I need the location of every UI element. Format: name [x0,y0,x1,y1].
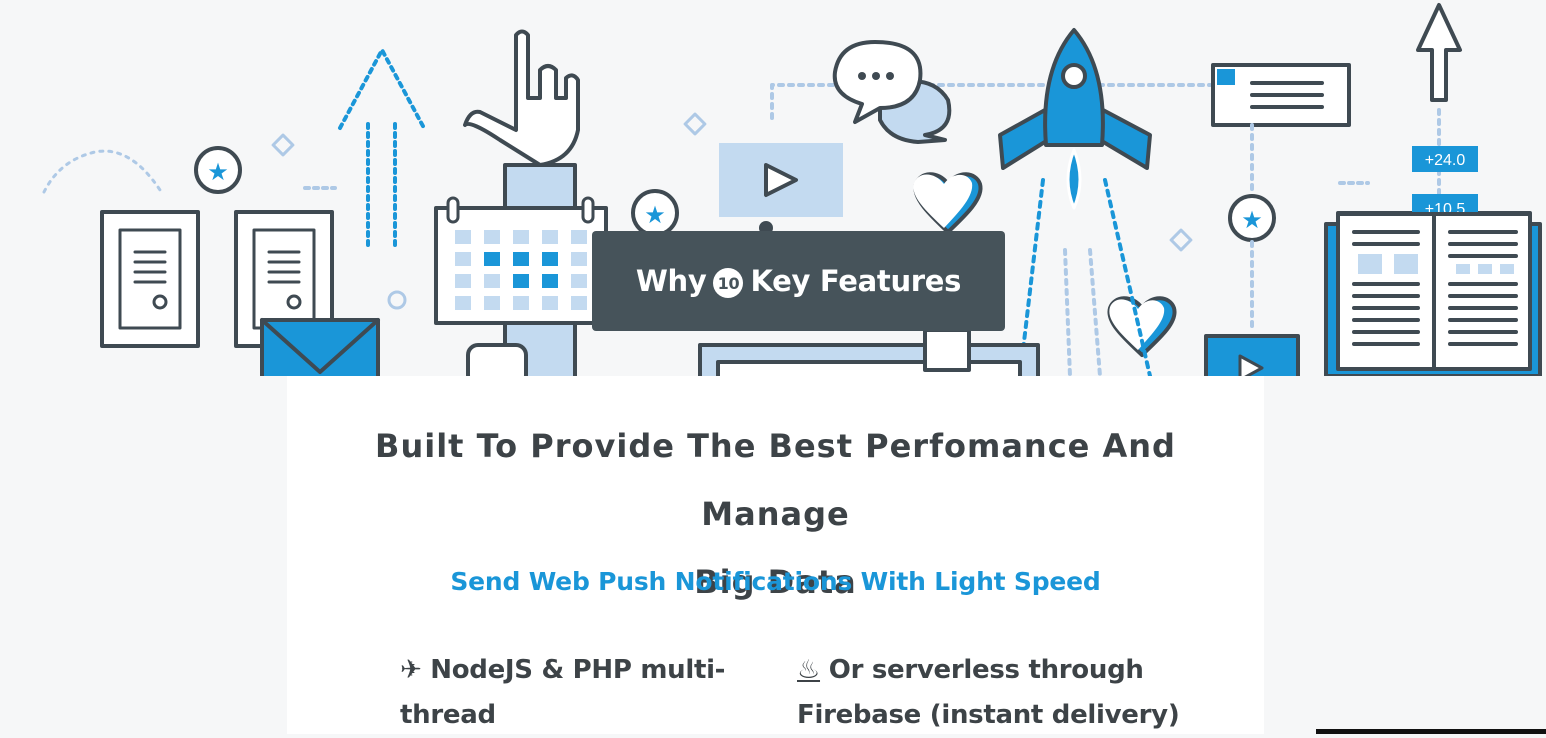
heart-icon [913,172,983,234]
bottom-edge-bar [1316,729,1546,734]
star-icon: ★ [194,146,242,194]
chat-icon [770,40,1212,144]
features-card: Built To Provide The Best Perfomance And… [287,376,1264,734]
message-card-icon [1211,63,1351,332]
badge-text-post: Key Features [750,264,962,298]
svg-text:★: ★ [1241,206,1263,234]
star-icon: ★ [631,189,679,237]
certificate-icon [100,210,200,348]
hero-illustration-art: ★ ★ ★ [42,3,1542,376]
hero-illustration: ★ ★ ★ [42,3,1542,376]
calendar-icon [434,196,608,325]
feature-item: ♨ Or serverless through Firebase (instan… [797,648,1237,738]
badge-text-pre: Why [635,264,707,298]
stat-tag [1412,194,1478,216]
number-badge: 10 [713,268,744,298]
svg-text:★: ★ [644,201,666,229]
feature-text: Firebase (instant delivery) [797,700,1180,730]
feature-text: thread [400,700,496,730]
svg-text:★: ★ [207,158,229,186]
key-features-badge: Why 10 Key Features [592,231,1005,331]
fire-icon: ♨ [797,655,821,685]
section-title-line2: Big Data [694,563,857,601]
star-icon: ★ [1228,194,1276,242]
book-icon [1324,211,1542,376]
stat-tag-text: +24.0 [1425,152,1466,169]
envelope-icon [260,318,380,376]
play-icon [719,143,843,217]
arrow-up-icon [338,48,426,247]
stat-tag [1412,146,1478,172]
section-title: Built To Provide The Best Perfomance And… [287,412,1264,616]
feature-item: ✈ NodeJS & PHP multi- thread [400,648,760,738]
airplane-icon: ✈ [400,655,422,685]
feature-text: Or serverless through [828,655,1144,685]
section-title-line1: Built To Provide The Best Perfomance And… [375,427,1176,533]
section-subtitle: Send Web Push Notifications With Light S… [450,567,1101,596]
feature-text: NodeJS & PHP multi- [430,655,726,685]
